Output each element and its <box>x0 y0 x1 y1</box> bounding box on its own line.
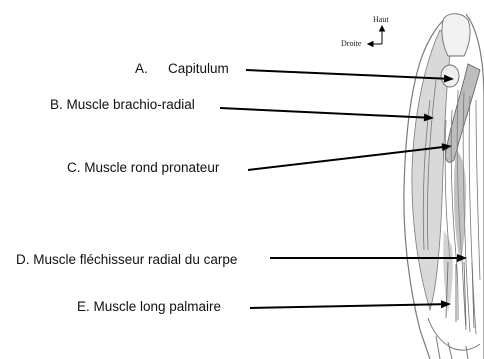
arrow-b-brachio-radial-shaft <box>220 108 424 118</box>
arrow-e-long-palmaire <box>250 300 451 308</box>
label-a-capitulum: Capitulum <box>168 62 229 76</box>
arrow-a-capitulum-shaft <box>246 70 444 79</box>
label-d-flechisseur-radial: D. Muscle fléchisseur radial du carpe <box>16 253 237 267</box>
left-arrow-head <box>368 42 373 47</box>
orientation-compass <box>368 26 385 47</box>
flexor-carpi-radialis-shape <box>454 150 466 262</box>
up-arrow-head <box>380 26 385 31</box>
elbow-region <box>442 14 470 56</box>
arrow-e-long-palmaire-shaft <box>250 304 441 308</box>
orientation-up-label: Haut <box>373 16 389 24</box>
arrow-a-capitulum <box>246 70 454 83</box>
capitulum-shape <box>441 65 459 87</box>
orientation-right-label: Droite <box>341 40 361 48</box>
wrist-outline <box>428 318 480 359</box>
label-b-brachio-radial: B. Muscle brachio-radial <box>50 98 195 112</box>
label-a-letter: A. <box>135 62 148 76</box>
arrow-b-brachio-radial <box>220 108 434 122</box>
label-e-long-palmaire: E. Muscle long palmaire <box>77 300 221 314</box>
label-c-rond-pronateur: C. Muscle rond pronateur <box>67 161 219 175</box>
